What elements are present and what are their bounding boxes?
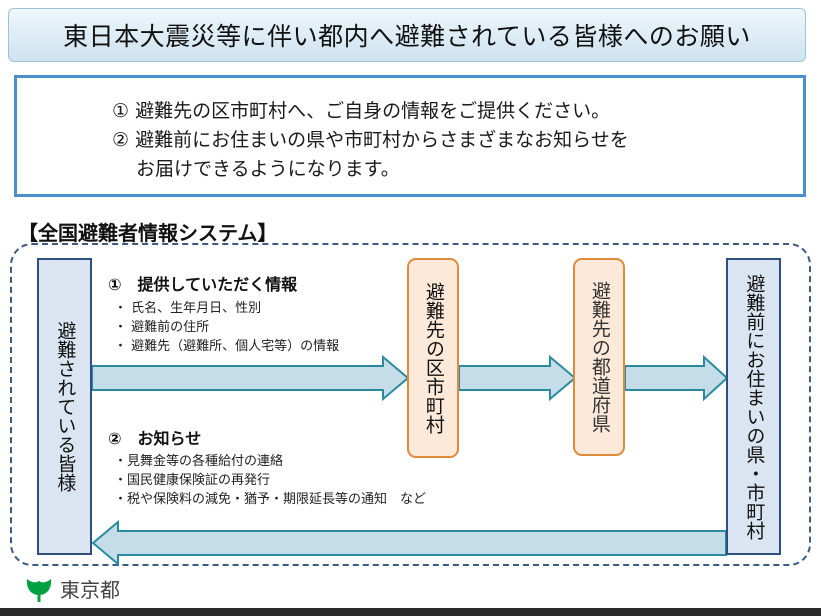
list-item: ・国民健康保険証の再発行 [114,473,271,488]
system-frame [10,243,811,566]
provided-info-heading: ① 提供していただく情報 [108,275,298,294]
tokyo-ginkgo-icon [26,578,52,602]
provided-info-list: ・ 氏名、生年月日、性別 ・ 避難前の住所 ・ 避難先（避難所、個人宅等）の情報 [114,299,339,356]
list-item: ・ 避難前の住所 [114,320,210,335]
node-home: 避難前にお住まいの県・市町村 [726,258,781,555]
request-line-1: ① 避難先の区市町村へ、ご自身の情報をご提供ください。 [112,100,611,122]
tokyo-logo-text: 東京都 [60,578,120,602]
node-prefecture-label: 避難先の都道府県 [588,281,611,433]
notices-heading: ② お知らせ [108,429,202,448]
node-home-label: 避難前にお住まいの県・市町村 [743,273,766,540]
node-prefecture: 避難先の都道府県 [573,258,625,456]
list-item: ・ 氏名、生年月日、性別 [114,301,262,316]
node-municipality-label: 避難先の区市町村 [422,282,445,434]
list-item: ・ 避難先（避難所、個人宅等）の情報 [114,339,340,354]
bottom-bar [0,608,821,616]
list-item: ・見舞金等の各種給付の連絡 [114,454,284,469]
arrow-prefecture-to-home [624,354,729,402]
node-evacuees: 避難されている皆様 [37,258,92,555]
arrow-home-to-evacuee [91,519,727,567]
node-municipality: 避難先の区市町村 [407,258,459,458]
request-line-3: お届けできるようになります。 [136,158,400,180]
title-banner: 東日本大震災等に伴い都内へ避難されている皆様へのお願い [8,8,806,62]
system-heading: 【全国避難者情報システム】 [18,221,278,245]
arrow-evacuee-to-municipality [91,354,410,402]
tokyo-logo: 東京都 [26,574,120,603]
list-item: ・税や保険料の減免・猶予・期限延長等の通知 など [114,492,427,507]
page-title: 東日本大震災等に伴い都内へ避難されている皆様へのお願い [63,22,751,51]
arrow-municipality-to-prefecture [458,354,577,402]
node-evacuees-label: 避難されている皆様 [54,321,77,492]
request-line-2: ② 避難前にお住まいの県や市町村からさまざまなお知らせを [112,129,629,151]
notices-list: ・見舞金等の各種給付の連絡 ・国民健康保険証の再発行 ・税や保険料の減免・猶予・… [114,452,426,509]
request-box: ① 避難先の区市町村へ、ご自身の情報をご提供ください。 ② 避難前にお住まいの県… [14,75,806,197]
